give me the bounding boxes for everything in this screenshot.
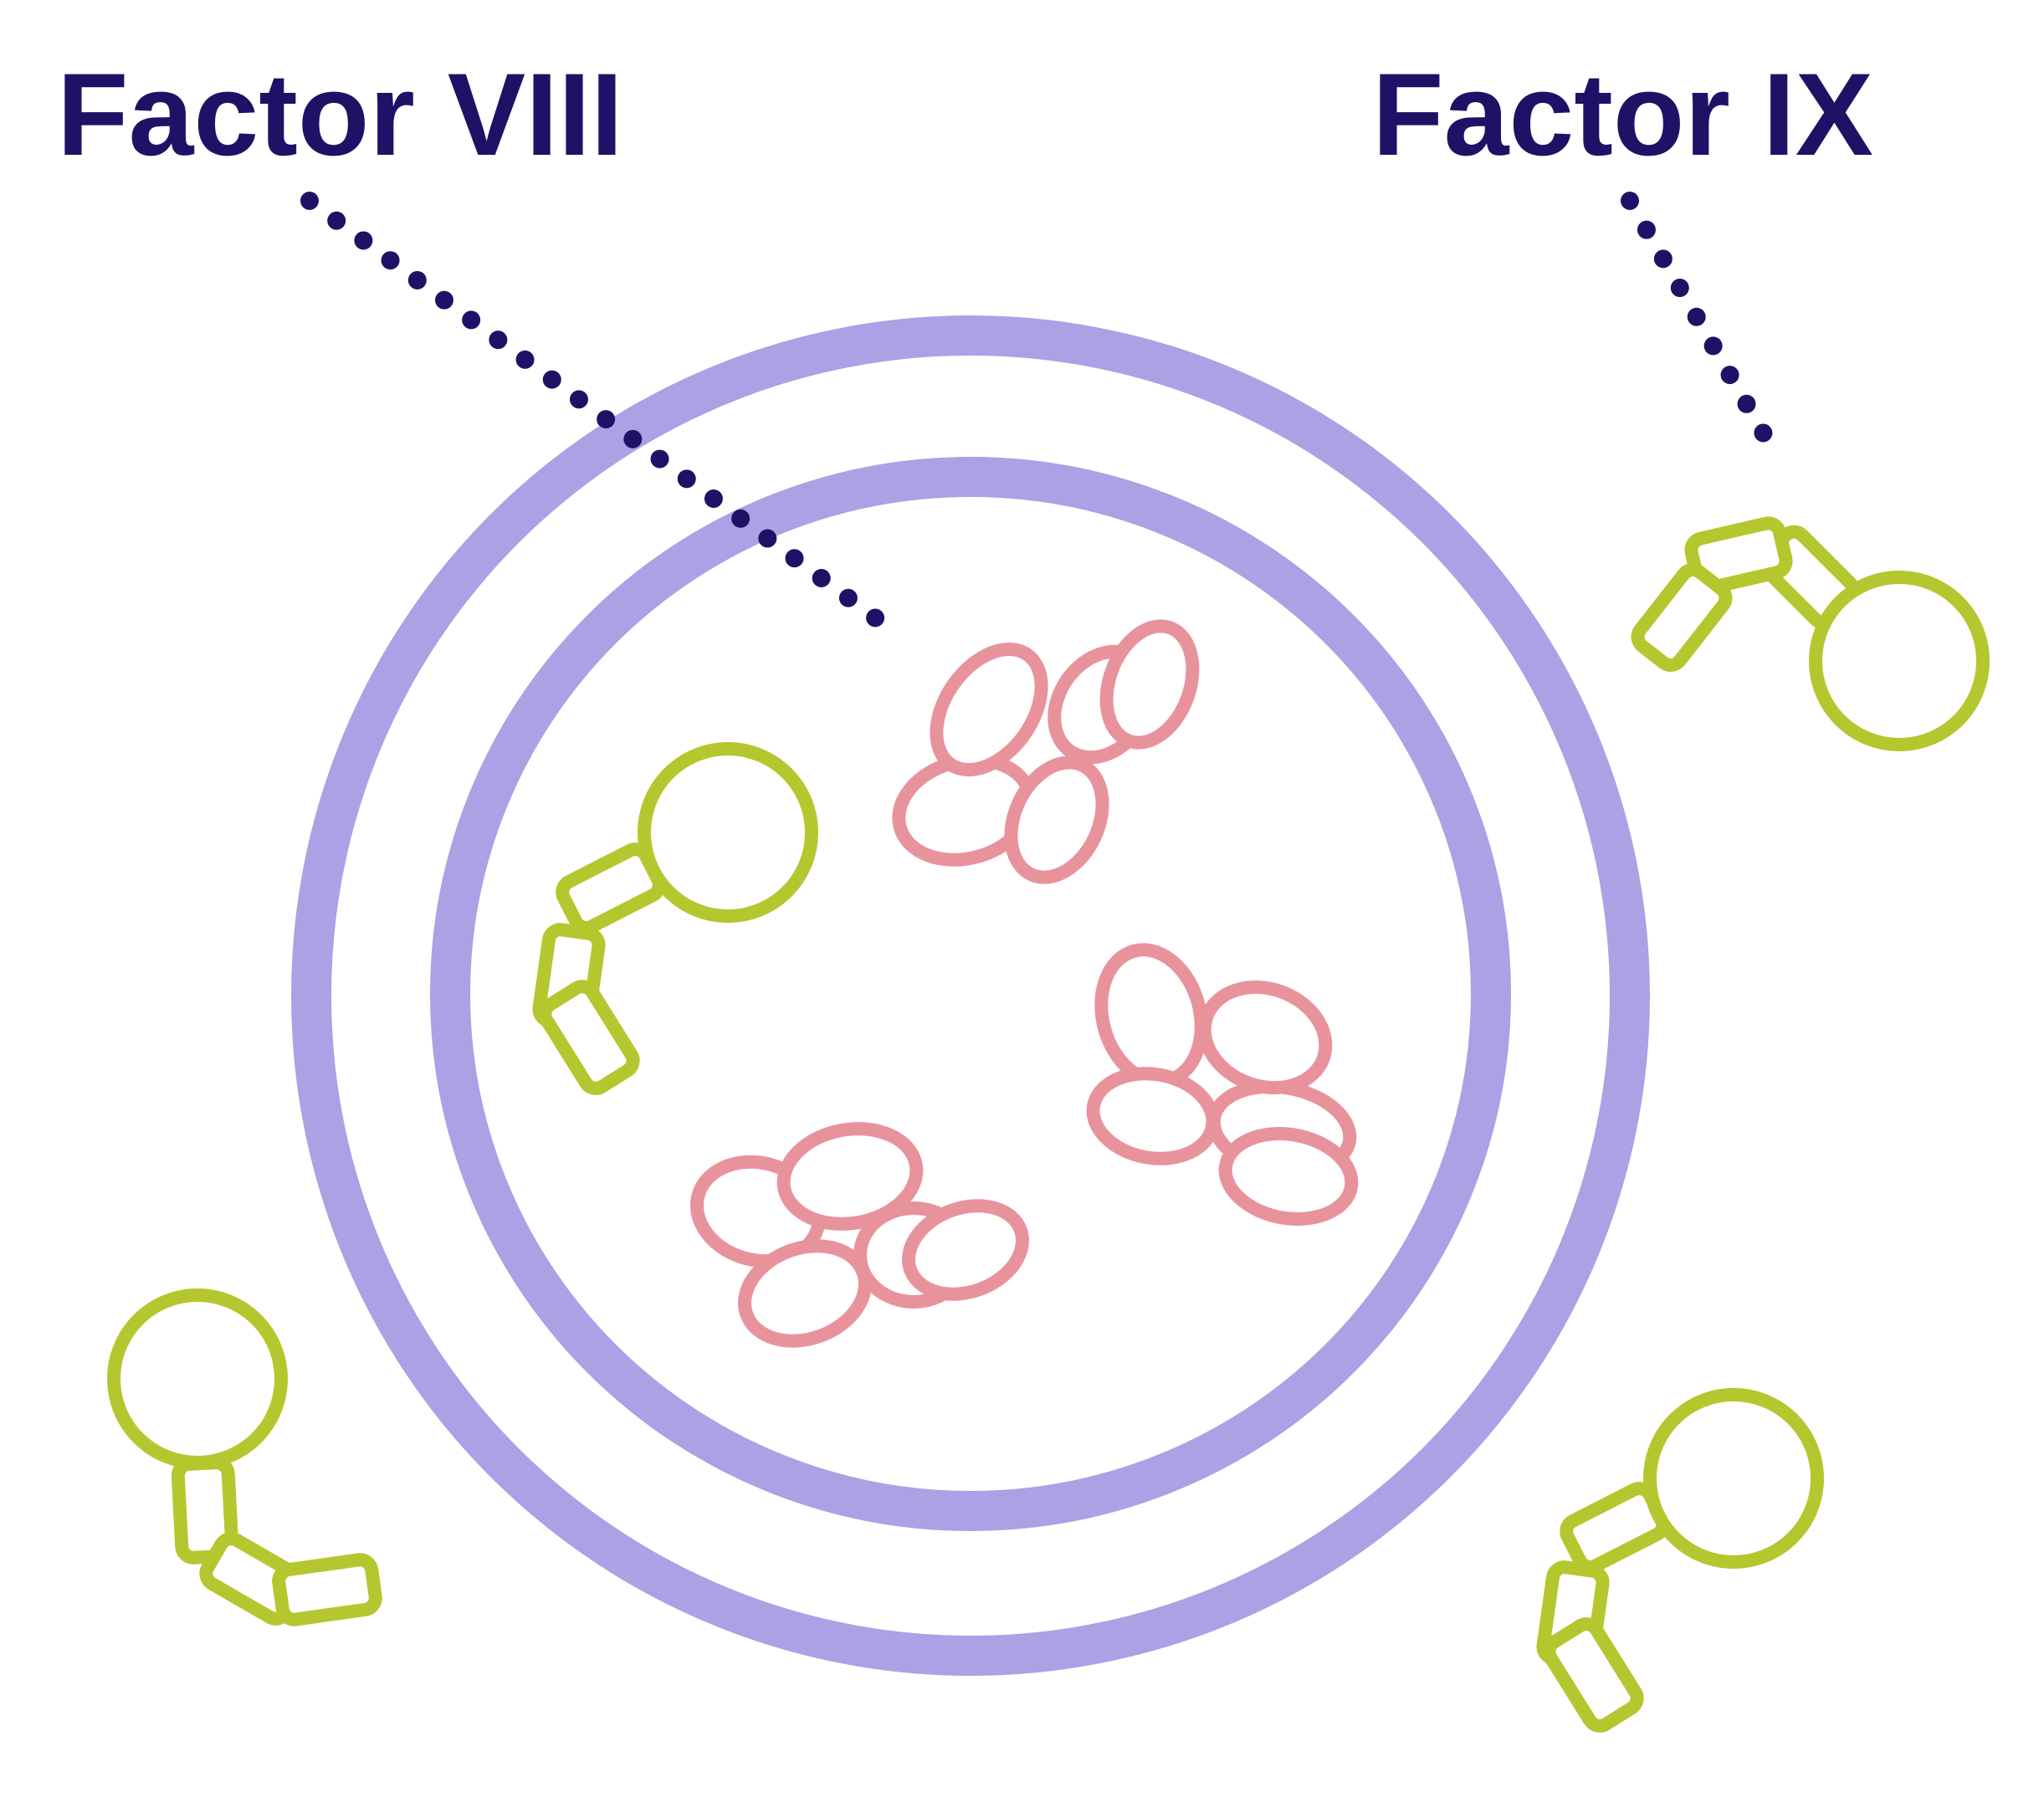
factor-ix-molecule-bottom-left bbox=[107, 1288, 382, 1626]
factor-ix-molecule-top-right bbox=[1631, 516, 1990, 751]
factor-viii-cluster-right bbox=[1086, 943, 1359, 1226]
factor-viii-leader-line bbox=[300, 192, 911, 647]
factor-viii-cluster-bottom bbox=[689, 1122, 1029, 1348]
factor-viii-label: Factor VIII bbox=[57, 49, 623, 180]
outer-ring bbox=[291, 315, 1650, 1676]
factor-viii-cluster-top bbox=[892, 619, 1200, 884]
inner-ring bbox=[430, 457, 1511, 1531]
factor-ix-leader-line bbox=[1621, 192, 1775, 446]
factor-ix-molecule-bottom-right bbox=[1536, 1388, 1824, 1733]
factor-ix-label: Factor IX bbox=[1372, 49, 1873, 180]
factor-ix-molecule-inside bbox=[532, 742, 818, 1095]
